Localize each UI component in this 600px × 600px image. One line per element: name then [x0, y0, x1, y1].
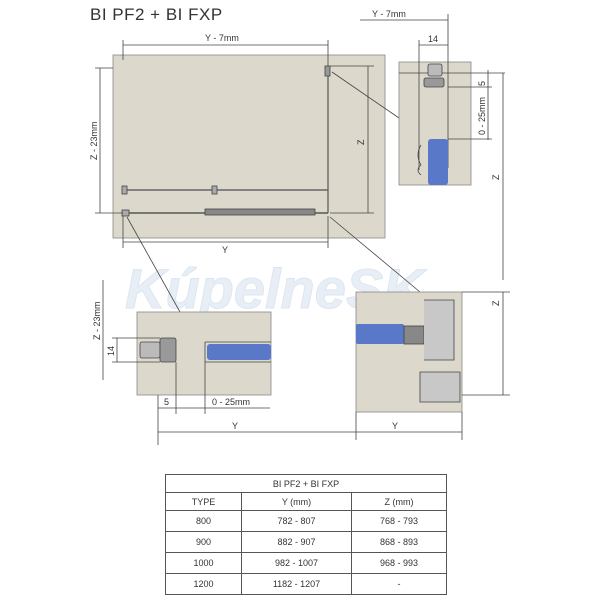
- dim-main-right: Z: [356, 139, 366, 145]
- dim-main-left: Z - 23mm: [89, 121, 99, 160]
- top-fixing: [324, 65, 331, 77]
- table-caption: BI PF2 + BI FXP: [165, 474, 447, 493]
- detail-top-fixing: [360, 14, 505, 280]
- dim-top-5: 5: [477, 81, 487, 86]
- cell-y: 882 - 907: [241, 531, 352, 553]
- dim-top-width: Y - 7mm: [372, 9, 406, 19]
- dim-bl-14: 14: [106, 346, 116, 356]
- cell-z: 768 - 793: [351, 510, 447, 532]
- door-profile: [204, 208, 316, 216]
- cell-type: 1000: [165, 552, 242, 574]
- cell-z: 868 - 893: [351, 531, 447, 553]
- dim-br-z: Z: [491, 300, 501, 306]
- cell-y: 782 - 807: [241, 510, 352, 532]
- dim-br-y: Y: [392, 421, 398, 431]
- dim-main-bottom: Y: [222, 245, 228, 255]
- cell-z: 968 - 993: [351, 552, 447, 574]
- header-z: Z (mm): [351, 492, 447, 511]
- dim-top-z: Z: [491, 174, 501, 180]
- cell-y: 982 - 1007: [241, 552, 352, 574]
- cell-type: 900: [165, 531, 242, 553]
- main-panel: [112, 54, 386, 239]
- dim-bl-range: 0 - 25mm: [212, 397, 250, 407]
- dim-top-14: 14: [428, 34, 438, 44]
- dim-bl-z: Z - 23mm: [92, 301, 102, 340]
- dim-bl-y: Y: [232, 421, 238, 431]
- cell-type: 800: [165, 510, 242, 532]
- cell-type: 1200: [165, 573, 242, 595]
- cell-y: 1182 - 1207: [241, 573, 352, 595]
- glass-profile: [428, 139, 448, 185]
- diagram-title: BI PF2 + BI FXP: [90, 5, 223, 24]
- cell-z: -: [351, 573, 447, 595]
- detail-bottom-right: [355, 291, 510, 440]
- header-y: Y (mm): [241, 492, 352, 511]
- main-view: [95, 40, 386, 248]
- dim-top-range: 0 - 25mm: [477, 97, 487, 135]
- dim-main-top: Y - 7mm: [205, 33, 239, 43]
- header-type: TYPE: [165, 492, 242, 511]
- detail-bottom-left: [102, 280, 356, 445]
- dim-bl-5: 5: [164, 397, 169, 407]
